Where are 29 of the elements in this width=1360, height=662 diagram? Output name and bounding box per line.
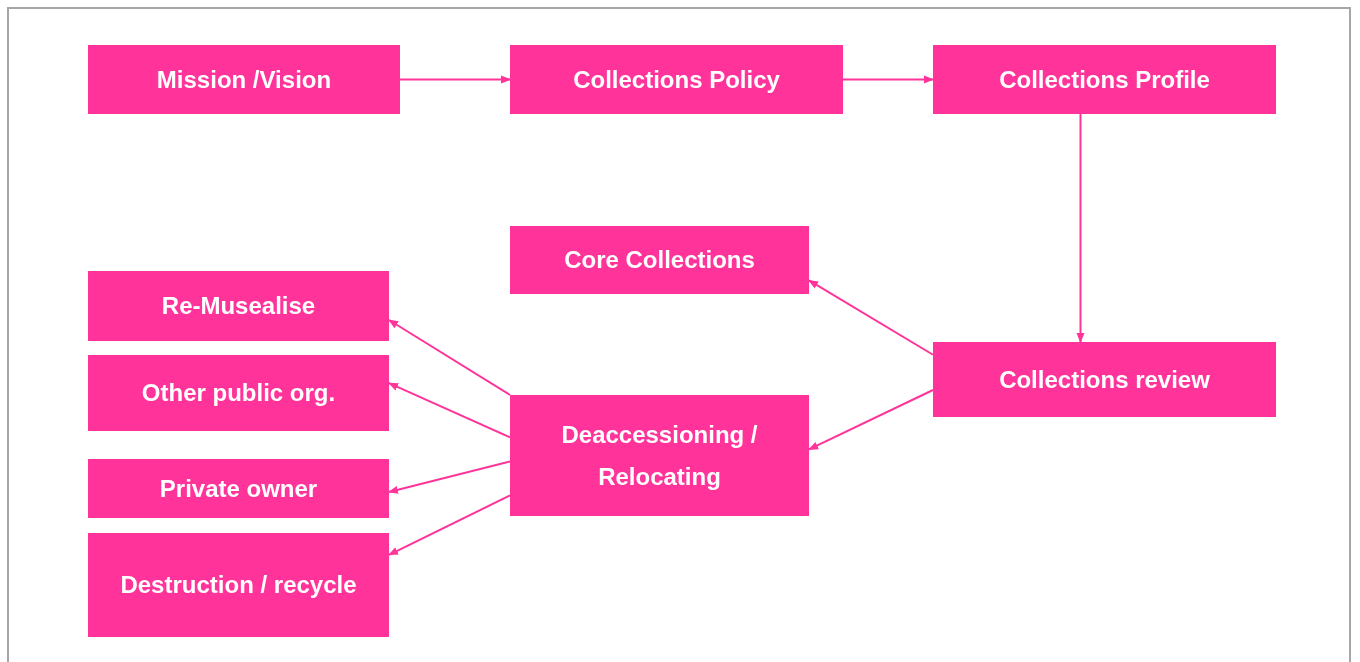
process-box: [510, 226, 809, 294]
box-label: Core Collections: [564, 245, 755, 275]
arrow: [808, 389, 934, 451]
box-label: Collections Policy: [573, 64, 780, 95]
arrow: [842, 75, 934, 84]
arrow: [399, 75, 511, 84]
arrow: [1076, 113, 1085, 343]
process-box: [510, 45, 843, 114]
box-label: Private owner: [159, 473, 318, 504]
box-label: Collections Profile: [999, 64, 1210, 95]
box-label: Deaccessioning / Relocating: [560, 419, 759, 492]
process-box: [933, 45, 1276, 114]
box-label: Other public org.: [141, 378, 336, 408]
arrow: [388, 319, 511, 396]
process-box: [933, 342, 1276, 417]
process-box: [88, 533, 389, 637]
process-box: [88, 271, 389, 341]
box-label: Collections review: [999, 364, 1210, 395]
box-label: Destruction / recycle: [120, 570, 357, 600]
arrow: [388, 382, 511, 439]
process-box: [88, 459, 389, 518]
box-label: Re-Musealise: [161, 291, 316, 321]
arrow: [388, 494, 511, 556]
process-box: [88, 355, 389, 431]
process-box: [510, 395, 809, 516]
arrow: [388, 460, 511, 494]
arrow: [808, 279, 934, 356]
process-box: [88, 45, 400, 114]
box-label: Mission /Vision: [156, 64, 332, 95]
